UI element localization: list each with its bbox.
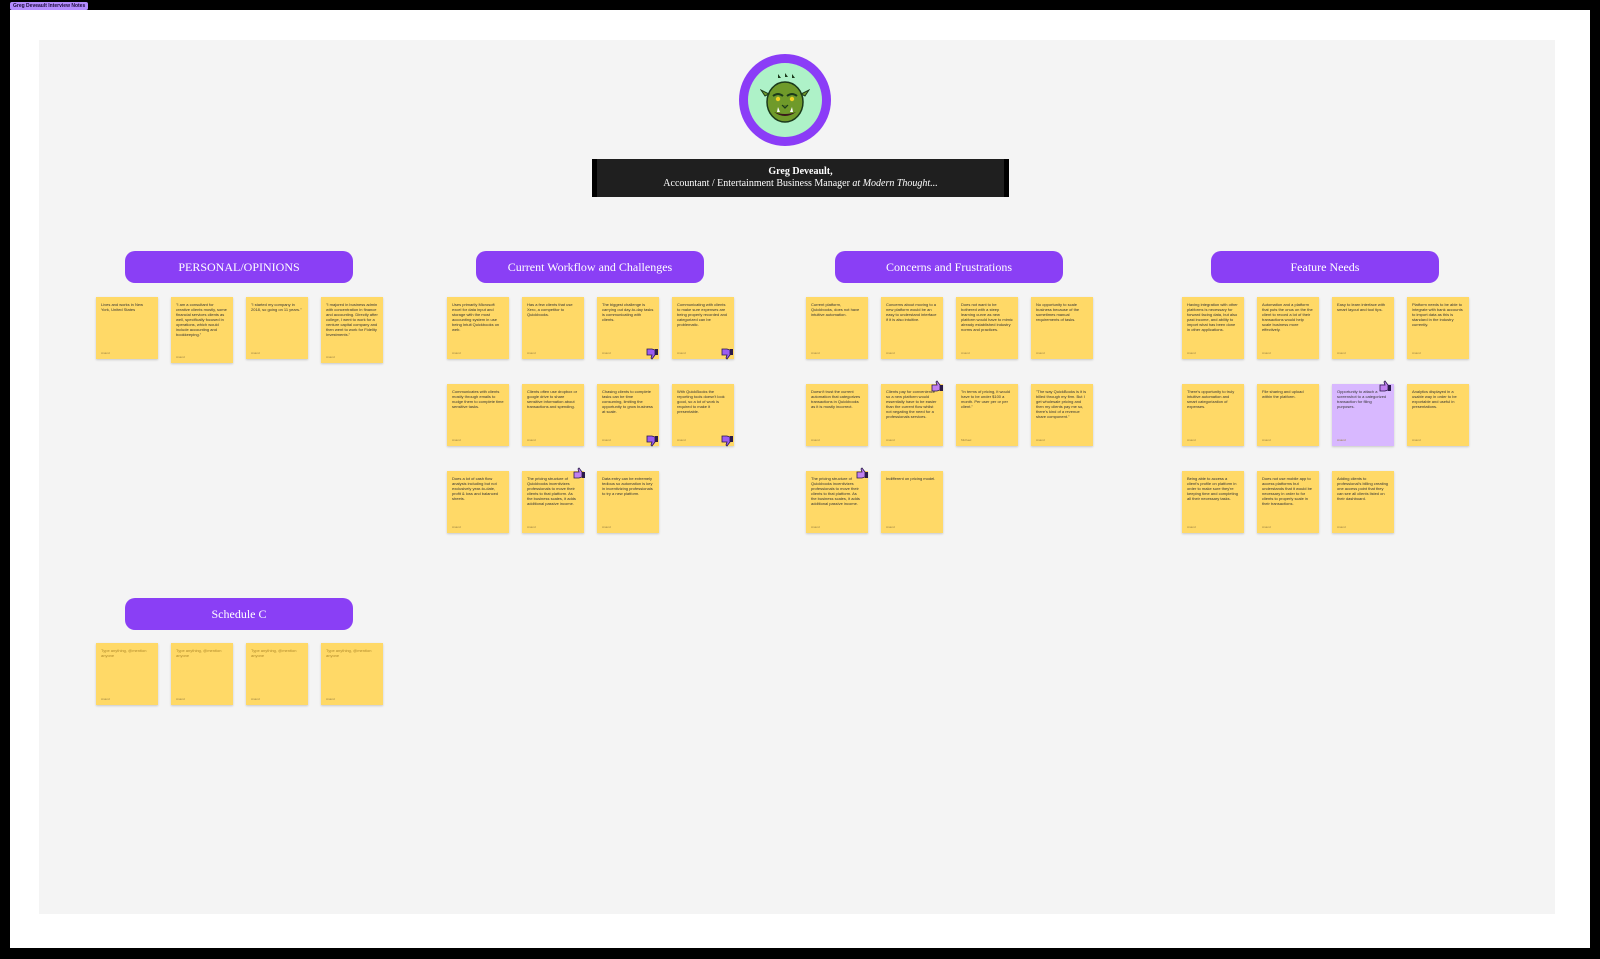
thumbs-down-sticker-icon[interactable] <box>720 347 734 361</box>
thumbs-down-sticker-icon[interactable] <box>720 434 734 448</box>
sticky-note[interactable]: Adding clients to professional's billing… <box>1332 471 1394 533</box>
sticky-note[interactable]: "I majored in business admin with concen… <box>321 297 383 363</box>
sticky-note[interactable]: The pricing structure of Quickbooks ince… <box>522 471 584 533</box>
sticky-note[interactable]: Does not use mobile app to access platfo… <box>1257 471 1319 533</box>
sticky-note[interactable]: Clients often use dropbox or google driv… <box>522 384 584 446</box>
sticky-note[interactable]: Uses primarily Microsoft excel for data … <box>447 297 509 359</box>
sticky-note[interactable]: "I started my company in 2018, so going … <box>246 297 308 359</box>
title-banner[interactable]: Greg Deveault, Accountant / Entertainmen… <box>592 159 1009 197</box>
interviewee-name: Greg Deveault, <box>768 166 833 177</box>
thumbs-up-sticker-icon[interactable] <box>930 379 944 393</box>
sticky-note[interactable]: Concerns about moving to a new platform … <box>881 297 943 359</box>
sticky-note[interactable]: Platform needs to be able to integrate w… <box>1407 297 1469 359</box>
sticky-note[interactable]: Current platform, Quickbooks, does not h… <box>806 297 868 359</box>
sticky-note[interactable]: Does not want to be bothered with a stee… <box>956 297 1018 359</box>
sticky-note[interactable]: Easy to learn interface with smart layou… <box>1332 297 1394 359</box>
section-header-personal[interactable]: PERSONAL/OPINIONS <box>125 251 353 283</box>
thumbs-down-sticker-icon[interactable] <box>645 434 659 448</box>
section-header-concerns[interactable]: Concerns and Frustrations <box>835 251 1063 283</box>
sticky-note[interactable]: Has a few clients that use Xero, a compe… <box>522 297 584 359</box>
sticky-note[interactable]: Doesn't trust the current automation tha… <box>806 384 868 446</box>
sticky-note[interactable]: "I am a consultant for creative clients … <box>171 297 233 363</box>
sticky-note[interactable]: "In terms of pricing, it would have to b… <box>956 384 1018 446</box>
interviewee-company: at Modern Thought... <box>852 178 938 189</box>
section-header-schedule-c[interactable]: Schedule C <box>125 598 353 630</box>
sticky-note[interactable]: Data entry can be extremely tedious so a… <box>597 471 659 533</box>
section-header-workflow[interactable]: Current Workflow and Challenges <box>476 251 704 283</box>
sticky-note[interactable]: No opportunity to scale business because… <box>1031 297 1093 359</box>
avatar[interactable] <box>739 54 831 146</box>
sticky-note[interactable]: Lives and works in New York, United Stat… <box>96 297 158 359</box>
sticky-note-highlighted[interactable]: Opportunity to attach a screenshot to a … <box>1332 384 1394 446</box>
sticky-note[interactable]: Automation and a platform that puts the … <box>1257 297 1319 359</box>
sticky-note[interactable]: Being able to access a client's profile … <box>1182 471 1244 533</box>
sticky-note[interactable]: Communicates with clients mostly through… <box>447 384 509 446</box>
frame-title-tab[interactable]: Greg Deveault Interview Notes <box>10 2 89 10</box>
thumbs-up-sticker-icon[interactable] <box>572 466 586 480</box>
thumbs-up-sticker-icon[interactable] <box>1378 379 1392 393</box>
sticky-note[interactable]: There's opportunity to truly intuitive a… <box>1182 384 1244 446</box>
sticky-note[interactable]: The pricing structure of Quickbooks ince… <box>806 471 868 533</box>
section-header-features[interactable]: Feature Needs <box>1211 251 1439 283</box>
sticky-note[interactable]: Does a lot of cash flow analysis includi… <box>447 471 509 533</box>
sticky-note[interactable]: Analytics displayed in a usable way in o… <box>1407 384 1469 446</box>
sticky-note[interactable]: Having integration with other platforms … <box>1182 297 1244 359</box>
interviewee-role: Accountant / Entertainment Business Mana… <box>663 178 850 189</box>
sticky-note[interactable]: Indifferent on pricing model.Anand <box>881 471 943 533</box>
sticky-note[interactable]: File sharing and upload within the platf… <box>1257 384 1319 446</box>
sticky-note[interactable]: "The way QuickBooks is it is billed thro… <box>1031 384 1093 446</box>
thumbs-up-sticker-icon[interactable] <box>855 466 869 480</box>
orc-avatar-icon <box>760 73 810 123</box>
sticky-note[interactable]: Clients pay for convenience so a new pla… <box>881 384 943 446</box>
thumbs-down-sticker-icon[interactable] <box>645 347 659 361</box>
